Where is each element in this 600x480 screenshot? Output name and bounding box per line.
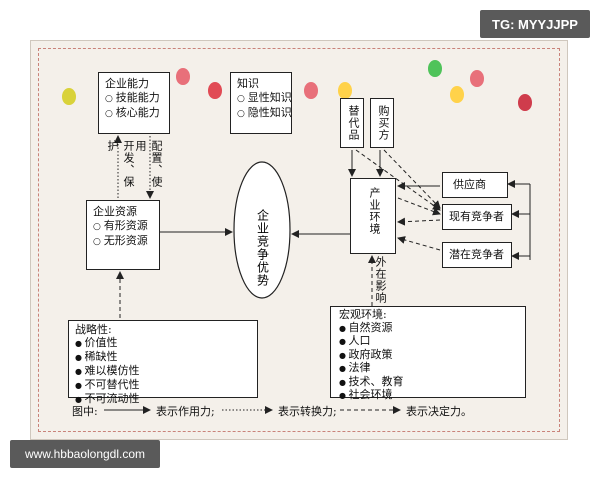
light-bulb-icon bbox=[470, 70, 484, 87]
advantage-label: 企业竞争优势 bbox=[255, 209, 270, 287]
list-item: 难以模仿性 bbox=[75, 364, 251, 378]
list-item: 隐性知识 bbox=[237, 106, 292, 121]
link-industry-competitor bbox=[397, 197, 441, 216]
list-item: 不可替代性 bbox=[75, 378, 251, 392]
light-bulb-icon bbox=[338, 82, 352, 99]
list-item: 政府政策 bbox=[339, 348, 517, 363]
supplier-box: 供应商 bbox=[442, 172, 508, 198]
advantage-ellipse bbox=[233, 161, 291, 299]
watermark-url: www.hbbaolongdl.com bbox=[10, 440, 160, 468]
configure-use-label: 配置、使用 bbox=[134, 140, 163, 188]
substitute-box: 替代品 bbox=[340, 98, 364, 148]
strategic-list: 价值性 稀缺性 难以模仿性 不可替代性 不可流动性 bbox=[75, 336, 251, 406]
light-bulb-icon bbox=[304, 82, 318, 99]
capability-box: 企业能力 技能能力 核心能力 bbox=[98, 72, 170, 134]
list-item: 无形资源 bbox=[93, 234, 153, 249]
link-substitute-competitor bbox=[355, 149, 441, 211]
capability-title: 企业能力 bbox=[105, 77, 149, 90]
strategic-title: 战略性: bbox=[75, 323, 112, 336]
light-bulb-icon bbox=[518, 94, 532, 111]
macro-list: 自然资源 人口 政府政策 法律 技术、教育 社会环境 bbox=[339, 321, 517, 403]
link-competitor-industry bbox=[397, 217, 441, 226]
list-item: 有形资源 bbox=[93, 219, 153, 234]
list-item: 自然资源 bbox=[339, 321, 517, 336]
light-bulb-icon bbox=[208, 82, 222, 99]
external-influence-label: 外在影响 bbox=[374, 256, 387, 304]
legend-solid-label: 表示作用力; bbox=[156, 405, 215, 418]
list-item: 社会环境 bbox=[339, 388, 517, 403]
legend-dashed-label: 表示决定力。 bbox=[406, 405, 472, 418]
light-bulb-icon bbox=[176, 68, 190, 85]
diagram-border bbox=[38, 48, 560, 432]
list-item: 法律 bbox=[339, 361, 517, 376]
macro-title: 宏观环境: bbox=[339, 308, 387, 321]
list-item: 不可流动性 bbox=[75, 392, 251, 406]
list-item: 价值性 bbox=[75, 336, 251, 350]
capability-list: 技能能力 核心能力 bbox=[105, 91, 163, 121]
resources-box: 企业资源 有形资源 无形资源 bbox=[86, 200, 160, 270]
light-bulb-icon bbox=[450, 86, 464, 103]
legend-dotted-label: 表示转换力; bbox=[278, 405, 337, 418]
resources-list: 有形资源 无形资源 bbox=[93, 219, 153, 249]
legend-prefix: 图中: bbox=[72, 405, 98, 418]
light-bulb-icon bbox=[62, 88, 76, 105]
list-item: 核心能力 bbox=[105, 106, 163, 121]
strategic-box: 战略性: 价值性 稀缺性 难以模仿性 不可替代性 不可流动性 bbox=[68, 320, 258, 405]
resources-title: 企业资源 bbox=[93, 205, 137, 218]
watermark-tg: TG: MYYJJPP bbox=[480, 10, 590, 38]
list-item: 人口 bbox=[339, 334, 517, 349]
develop-protect-label: 开发、保护 bbox=[106, 140, 135, 188]
knowledge-list: 显性知识 隐性知识 bbox=[237, 91, 292, 121]
current-competitor-box: 现有竞争者 bbox=[442, 204, 512, 230]
buyer-box: 购买方 bbox=[370, 98, 394, 148]
knowledge-box: 知识 显性知识 隐性知识 bbox=[230, 72, 292, 134]
link-potential-industry bbox=[397, 236, 441, 251]
macro-box: 宏观环境: 自然资源 人口 政府政策 法律 技术、教育 社会环境 bbox=[330, 306, 526, 401]
list-item: 显性知识 bbox=[237, 91, 292, 106]
knowledge-title: 知识 bbox=[237, 77, 259, 90]
list-item: 稀缺性 bbox=[75, 350, 251, 364]
list-item: 技能能力 bbox=[105, 91, 163, 106]
list-item: 技术、教育 bbox=[339, 375, 517, 390]
potential-competitor-box: 潜在竞争者 bbox=[442, 242, 512, 268]
light-bulb-icon bbox=[428, 60, 442, 77]
industry-box: 产业环境 bbox=[350, 178, 396, 254]
